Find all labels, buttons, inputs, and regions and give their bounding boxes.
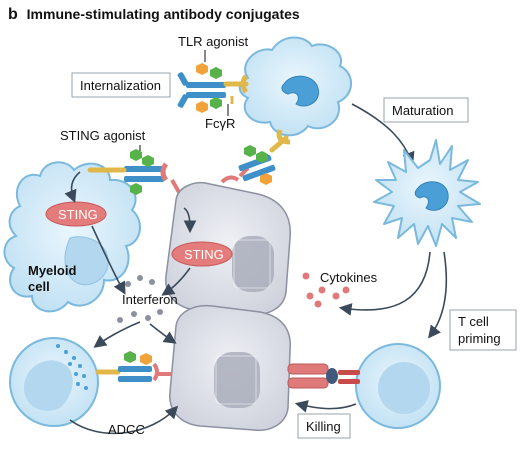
panel-letter: b xyxy=(8,6,18,23)
sting-agonist-antibody xyxy=(87,149,182,195)
internalization-label: Internalization xyxy=(80,78,161,93)
interferon-to-nk-arrow xyxy=(93,321,141,348)
tcell-priming-label-2: priming xyxy=(458,331,501,346)
cytokine-release-arrow xyxy=(338,251,431,316)
myeloid-cell xyxy=(3,161,141,313)
myeloid-internalization-arrow xyxy=(64,171,81,203)
tumor-internalization-arrow xyxy=(183,207,197,234)
killing-label: Killing xyxy=(306,419,341,434)
sting-agonist-icon xyxy=(130,149,154,195)
nk-granules xyxy=(56,344,88,390)
t-cell xyxy=(355,343,441,429)
sting-tumor-pill xyxy=(171,241,233,267)
sting-agonist-label: STING agonist xyxy=(60,128,146,143)
tumor-antigen-receptor xyxy=(220,129,291,185)
myeloid-label-2: cell xyxy=(28,279,50,294)
interferon-dots xyxy=(117,275,163,323)
tumor-cell-lower xyxy=(169,304,291,432)
figure-title: Immune-stimulating antibody conjugates xyxy=(26,6,300,22)
nk-cell xyxy=(9,337,99,427)
myeloid-interferon-arrow xyxy=(91,225,126,295)
tlr-agonist-label: TLR agonist xyxy=(178,34,248,49)
adcc-label: ADCC xyxy=(108,422,145,437)
maturation-label: Maturation xyxy=(392,103,453,118)
mature-dendritic-cell xyxy=(373,139,481,247)
tlr-agonist-icon xyxy=(196,63,222,113)
tcell-priming-arrow xyxy=(428,251,448,339)
antibody-top xyxy=(177,72,226,108)
sting-myeloid-label: STING xyxy=(58,207,98,222)
figure-heading: b Immune-stimulating antibody conjugates xyxy=(8,6,300,24)
tlr-agonist-antibody xyxy=(177,63,249,113)
tcr-mhc-complex xyxy=(287,363,360,389)
myeloid-label-1: Myeloid xyxy=(28,263,76,278)
sting-tumor-label: STING xyxy=(184,247,224,262)
tumor-interferon-arrow xyxy=(161,267,191,296)
interferon-to-tumor-arrow xyxy=(149,323,177,344)
fcgr-receptor-icon xyxy=(223,74,249,104)
tcell-priming-label-1: T cell xyxy=(458,314,489,329)
immature-dendritic-cell xyxy=(238,36,352,137)
killing-arrow xyxy=(294,400,357,413)
killing-box xyxy=(297,413,351,439)
adcc-arrow xyxy=(69,405,179,435)
tcell-priming-box xyxy=(449,309,517,351)
fcgr-label: FcγR xyxy=(205,116,235,131)
cytokines-label: Cytokines xyxy=(320,270,378,285)
maturation-box xyxy=(383,97,469,123)
interferon-label: Interferon xyxy=(122,292,178,307)
internalization-box xyxy=(71,72,171,98)
adcc-antibody xyxy=(95,351,172,382)
cytokine-dots xyxy=(302,272,350,308)
